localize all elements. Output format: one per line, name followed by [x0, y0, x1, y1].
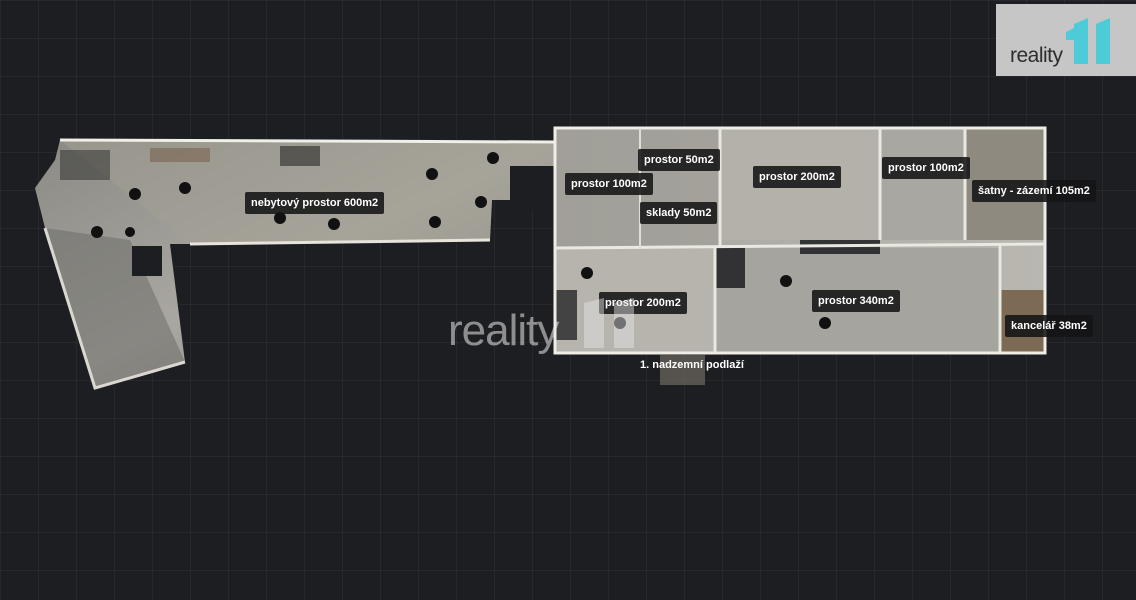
- room-label-prostor-200-a[interactable]: prostor 200m2: [753, 166, 841, 188]
- room-label-prostor-340[interactable]: prostor 340m2: [812, 290, 900, 312]
- room-label-prostor-50[interactable]: prostor 50m2: [638, 149, 720, 171]
- brand-logo[interactable]: reality: [996, 4, 1136, 76]
- room-label-satny-zazemi[interactable]: šatny - zázemí 105m2: [972, 180, 1096, 202]
- room-label-nebytovy-prostor[interactable]: nebytový prostor 600m2: [245, 192, 385, 214]
- room-label-prostor-100-a[interactable]: prostor 100m2: [565, 173, 653, 195]
- watermark-logo-icon: [584, 298, 634, 348]
- room-label-prostor-200-b[interactable]: prostor 200m2: [599, 292, 687, 314]
- room-label-prostor-100-b[interactable]: prostor 100m2: [882, 157, 970, 179]
- floor-level-label[interactable]: 1. nadzemní podlaží: [640, 359, 744, 371]
- room-label-kancelar[interactable]: kancelář 38m2: [1005, 315, 1093, 337]
- watermark-text: reality: [448, 306, 559, 355]
- logo-text: reality: [1010, 44, 1063, 67]
- logo-mark-icon: [1066, 18, 1110, 64]
- room-label-sklady[interactable]: sklady 50m2: [640, 202, 718, 224]
